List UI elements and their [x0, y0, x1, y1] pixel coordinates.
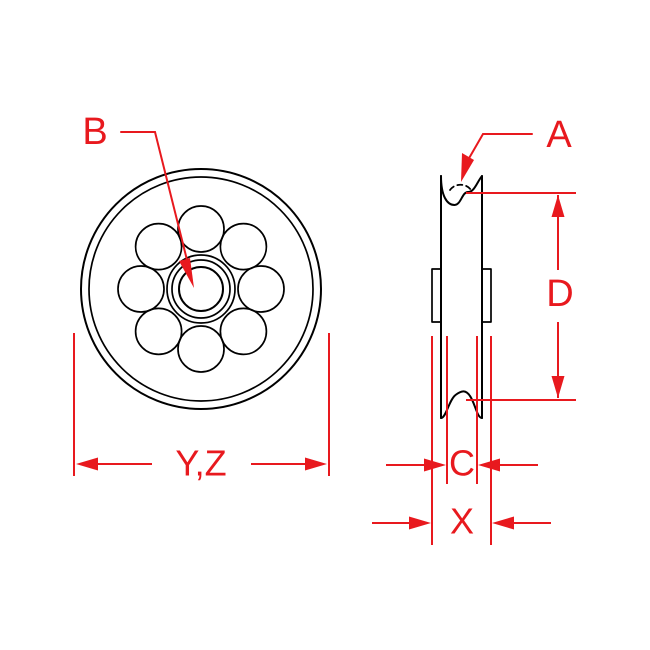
callout-b-leader: [120, 131, 191, 273]
bolt-hole-ring: [117, 205, 285, 373]
front-outer-circle: [80, 168, 322, 410]
hub-outer-circle: [166, 254, 236, 324]
bolt-hole: [219, 307, 268, 356]
bolt-hole: [134, 307, 183, 356]
dim-yz-label: Y,Z: [175, 443, 226, 484]
dim-c-label: C: [449, 443, 475, 484]
side-profile-outline: [440, 175, 483, 419]
callout-b-group: B: [82, 111, 194, 288]
callout-a-leader: [467, 133, 533, 161]
groove-hidden-arc: [449, 183, 472, 191]
bolt-hole: [177, 205, 225, 253]
callout-b-label: B: [82, 111, 107, 153]
bolt-hole: [117, 265, 165, 313]
bolt-hole: [237, 265, 285, 313]
bolt-hole: [219, 222, 268, 271]
hub-boss-left: [431, 268, 442, 323]
hub-middle-circle: [171, 259, 231, 319]
dim-d-label: D: [546, 273, 573, 315]
dimension-c-group: C: [386, 336, 538, 484]
hub-boss-right: [481, 268, 492, 323]
dimension-d-group: D: [466, 192, 576, 401]
dim-x-label: X: [450, 501, 474, 542]
top-groove-profile: [440, 175, 483, 206]
callout-a-arrowhead: [461, 153, 474, 182]
front-view-group: [80, 168, 322, 410]
dimension-yz-group: Y,Z: [73, 333, 330, 484]
bolt-hole: [134, 222, 183, 271]
callout-a-group: A: [461, 114, 572, 182]
callout-b-arrowhead: [179, 258, 194, 288]
center-bore-circle: [178, 266, 224, 312]
bolt-hole: [177, 325, 225, 373]
dimension-x-group: X: [372, 336, 551, 545]
callout-a-label: A: [546, 114, 572, 156]
front-rim-inner-circle: [88, 176, 314, 402]
